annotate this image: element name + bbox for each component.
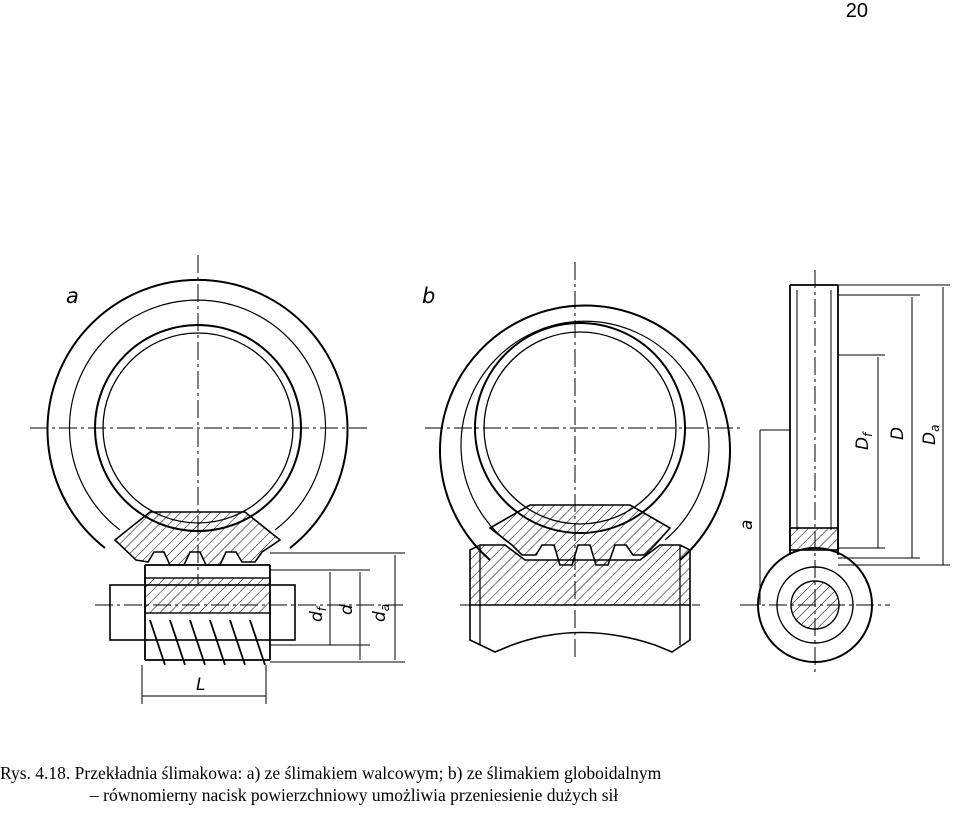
caption-line-2: – równomierny nacisk powierzchniowy umoż… xyxy=(90,785,619,805)
worm-b-lower xyxy=(469,605,691,653)
dim-L-label: L xyxy=(196,675,205,695)
worm-a-threads xyxy=(144,564,271,666)
figure-b-globoidal-worm xyxy=(425,262,740,660)
dim-df-label: df xyxy=(307,605,329,622)
wheel-a-outer-rim xyxy=(46,279,349,549)
wheel-b-outer-rim xyxy=(439,304,731,561)
dim-Df-label: Df xyxy=(853,431,875,450)
caption-line-1: Rys. 4.18. Przekładnia ślimakowa: a) ze … xyxy=(0,763,662,783)
dim-a-label: a xyxy=(737,520,757,530)
wheel-b-inner-rim xyxy=(460,320,710,541)
dim-Da-label: Da xyxy=(920,425,942,445)
figure-a-cylindrical-worm xyxy=(30,255,405,704)
side-view xyxy=(740,270,950,675)
dim-D-label: D xyxy=(888,427,908,440)
page-number: 20 xyxy=(845,0,868,22)
worm-a-hatched-core xyxy=(144,577,271,614)
dim-d-label: d xyxy=(337,604,357,615)
figure-a-label: a xyxy=(66,284,79,308)
dim-da-label: da xyxy=(370,604,392,622)
figure-caption: Rys. 4.18. Przekładnia ślimakowa: a) ze … xyxy=(0,762,960,806)
side-wheel-rim xyxy=(789,284,839,555)
side-wheel-teeth-section xyxy=(789,527,839,551)
worm-b-body xyxy=(469,544,691,606)
figure-b-label: b xyxy=(422,284,435,308)
worm-gear-drawing: a df d da L b xyxy=(30,255,950,704)
